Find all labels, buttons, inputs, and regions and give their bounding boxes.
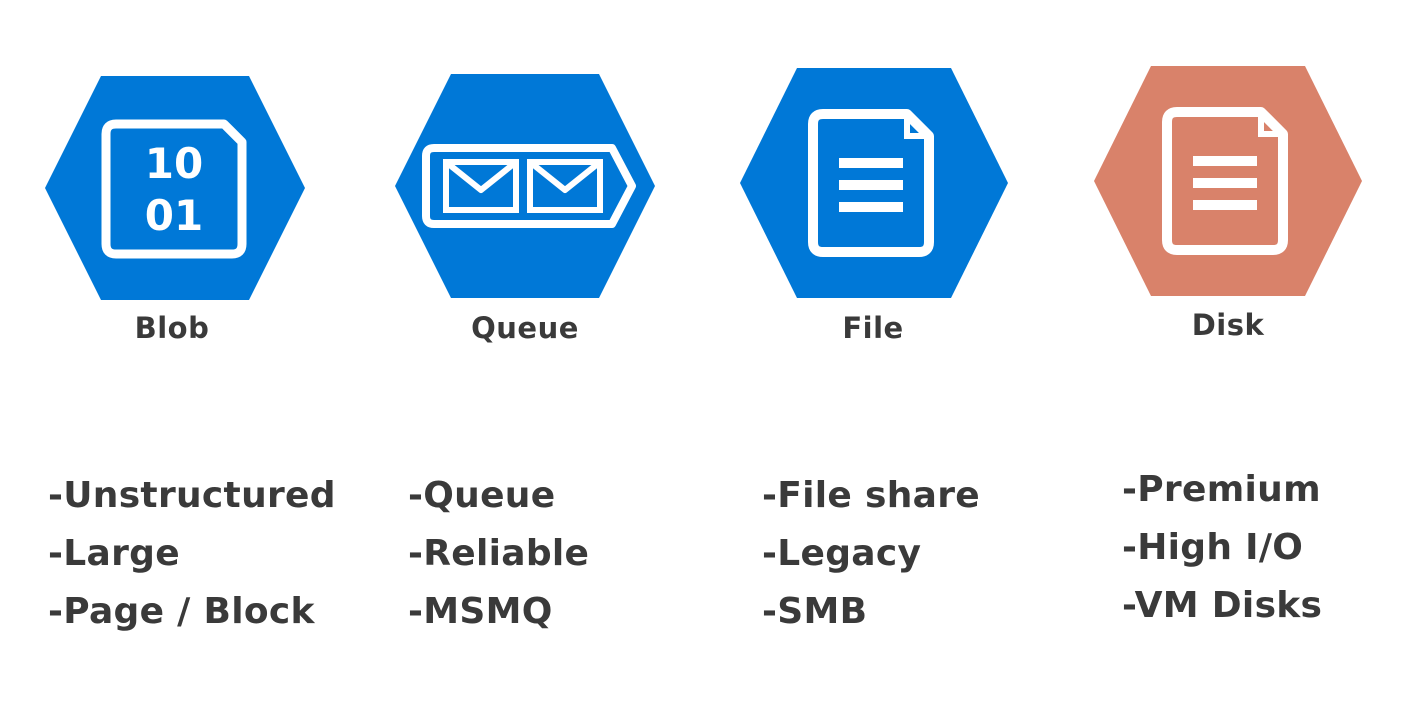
blob-feature-item: -Unstructured: [48, 475, 336, 516]
service-disk: Disk -Premium -High I/O -VM Disks: [1062, 0, 1402, 720]
file-feature-item: -SMB: [762, 591, 868, 632]
service-label-queue: Queue: [471, 311, 579, 345]
file-features-list: -File share -Legacy -SMB: [762, 467, 980, 641]
blob-icon-text-bottom: 01: [145, 191, 203, 240]
blob-feature-item: -Page / Block: [48, 591, 315, 632]
disk-feature-item: -VM Disks: [1122, 585, 1323, 626]
queue-feature-item: -Reliable: [408, 533, 590, 574]
file-feature-item: -File share: [762, 475, 980, 516]
service-label-blob: Blob: [134, 311, 210, 345]
disk-features-list: -Premium -High I/O -VM Disks: [1122, 461, 1322, 635]
file-feature-item: -Legacy: [762, 533, 922, 574]
service-queue: Queue -Queue -Reliable -MSMQ: [354, 0, 694, 720]
blob-feature-item: -Large: [48, 533, 180, 574]
blob-features-list: -Unstructured -Large -Page / Block: [48, 467, 336, 641]
service-file: File -File share -Legacy -SMB: [708, 0, 1048, 720]
service-label-file: File: [842, 311, 904, 345]
queue-features-list: -Queue -Reliable -MSMQ: [408, 467, 589, 641]
disk-feature-item: -Premium: [1122, 469, 1321, 510]
service-label-disk: Disk: [1191, 308, 1265, 342]
queue-envelopes-icon: [395, 74, 655, 298]
blob-binary-file-icon: 10 01: [45, 76, 305, 300]
queue-feature-item: -Queue: [408, 475, 556, 516]
service-blob: 10 01 Blob -Unstructured -Large -Page / …: [0, 0, 340, 720]
disk-feature-item: -High I/O: [1122, 527, 1304, 568]
file-document-icon: [740, 68, 1008, 298]
disk-document-icon: [1094, 66, 1362, 296]
blob-icon-text-top: 10: [145, 139, 203, 188]
queue-feature-item: -MSMQ: [408, 591, 553, 632]
